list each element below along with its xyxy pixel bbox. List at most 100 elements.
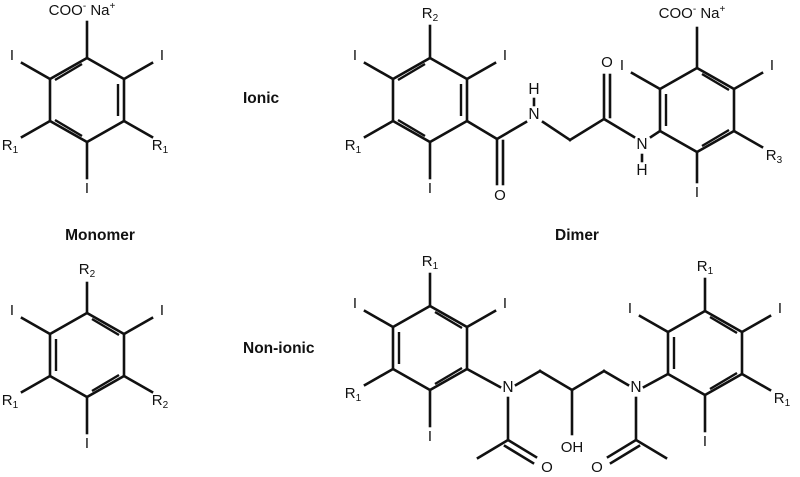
bond-carbonyl-to-n <box>495 120 528 141</box>
label-iodine: I <box>503 295 507 312</box>
ring-double-bond <box>701 72 730 92</box>
label-nitrogen: N <box>636 136 647 153</box>
label-carboxylate-sodium: COO- Na+ <box>49 1 116 19</box>
label-iodine: I <box>503 47 507 64</box>
label-iodine: I <box>628 300 632 317</box>
ring-double-bond <box>434 310 463 330</box>
bond-n2-to-ring <box>642 372 670 389</box>
label-iodine: I <box>85 435 89 452</box>
bond-to-iodine-ul <box>630 71 662 91</box>
label-r2: R2 <box>79 261 96 280</box>
bond-ring-to-carbonyl <box>465 119 499 141</box>
bond-to-iodine-ur <box>122 61 154 81</box>
bond-acetyl-carbonyl-b <box>503 444 535 465</box>
bond-to-iodine-ur <box>732 71 764 91</box>
benzene-ring <box>48 56 126 144</box>
bond-ring-to-n <box>465 367 502 389</box>
bond-acetyl2-carbonyl-b <box>609 444 641 465</box>
label-r1: R1 <box>2 392 19 411</box>
bond-to-iodine-ur <box>122 316 154 336</box>
ring-double-bond <box>91 373 120 393</box>
benzene-ring-left <box>391 56 469 144</box>
label-oxygen: O <box>494 187 506 204</box>
label-r1: R1 <box>152 137 169 156</box>
bond-carbonyl2-to-n <box>602 117 636 139</box>
row-label-nonionic: Non-ionic <box>243 340 315 357</box>
structure-ionic-monomer: COO- Na+ I I R1 R1 I <box>2 1 169 197</box>
structure-ionic-dimer: R2 I I R1 I O N H O N H COO- Na+ I <box>345 4 783 204</box>
structure-nonionic-monomer: R2 I I R1 R2 I <box>2 261 169 452</box>
bond-to-r1-ll <box>20 119 52 139</box>
ring-double-bond <box>54 62 83 82</box>
bond-ch2-to-n2 <box>602 369 630 387</box>
ring-double-bond <box>91 317 120 337</box>
structure-nonionic-dimer: R1 I I R1 I N O OH N O <box>345 253 791 476</box>
label-hydrogen: H <box>636 162 647 179</box>
bond-acetyl2-carbonyl-a <box>606 438 638 459</box>
bond-to-iodine-ur <box>465 61 497 81</box>
bond-acetyl-methyl <box>476 438 510 460</box>
label-oxygen: O <box>601 54 613 71</box>
benzene-ring-right <box>666 309 744 397</box>
label-nitrogen: N <box>630 379 641 396</box>
ring-double-bond <box>54 118 83 138</box>
label-r2: R2 <box>422 5 439 24</box>
bond-to-iodine-ur <box>465 309 497 329</box>
label-r3: R3 <box>766 147 783 166</box>
bond-to-r2-lr <box>122 374 154 394</box>
bond-choh-to-ch2 <box>570 369 606 392</box>
label-r1: R1 <box>774 390 791 409</box>
benzene-ring <box>48 311 126 399</box>
bond-to-r1-ll <box>363 367 395 387</box>
ring-double-bond <box>397 62 426 82</box>
benzene-ring-left <box>391 304 469 392</box>
label-r1: R1 <box>697 258 714 277</box>
ring-double-bond <box>434 366 463 386</box>
label-iodine: I <box>695 184 699 201</box>
bond-to-iodine-ur <box>740 314 772 334</box>
label-iodine: I <box>770 57 774 74</box>
row-label-ionic: Ionic <box>243 90 280 107</box>
label-hydroxyl: OH <box>561 439 584 456</box>
bond-to-iodine-ul <box>363 61 395 81</box>
bond-to-iodine-ul <box>363 309 395 329</box>
bond-n-to-ch2 <box>541 120 572 142</box>
bond-to-r1-lr <box>122 119 154 139</box>
bond-to-iodine-ul <box>638 314 670 334</box>
label-nitrogen: N <box>502 379 513 396</box>
label-r1: R1 <box>345 385 362 404</box>
label-oxygen: O <box>591 459 603 476</box>
bond-to-r1 <box>363 119 395 139</box>
label-nitrogen: N <box>528 106 539 123</box>
label-iodine: I <box>160 47 164 64</box>
bond-n-to-ch2 <box>514 369 542 387</box>
label-carboxylate-sodium: COO- Na+ <box>659 4 726 22</box>
benzene-ring-right <box>658 66 736 154</box>
label-iodine: I <box>10 47 14 64</box>
ring-double-bond <box>709 371 738 391</box>
label-iodine: I <box>428 180 432 197</box>
label-r1: R1 <box>345 137 362 156</box>
bond-to-r3 <box>732 129 764 149</box>
label-iodine: I <box>428 428 432 445</box>
label-iodine: I <box>703 433 707 450</box>
label-oxygen: O <box>541 459 553 476</box>
ring-double-bond <box>701 128 730 148</box>
column-header-dimer: Dimer <box>555 227 599 244</box>
label-iodine: I <box>778 300 782 317</box>
ring-double-bond <box>709 315 738 335</box>
bond-n2-to-ring <box>649 129 662 139</box>
bond-acetyl-carbonyl-a <box>506 438 538 459</box>
label-iodine: I <box>85 180 89 197</box>
bond-to-r1-lr <box>740 372 772 392</box>
label-r2: R2 <box>152 392 169 411</box>
bond-ch2-to-carbonyl <box>568 117 606 142</box>
label-iodine: I <box>160 302 164 319</box>
bond-acetyl2-methyl <box>634 438 668 460</box>
bond-to-iodine-ul <box>20 316 52 336</box>
bond-ch2-to-choh <box>538 369 574 392</box>
label-iodine: I <box>353 47 357 64</box>
label-iodine: I <box>10 302 14 319</box>
